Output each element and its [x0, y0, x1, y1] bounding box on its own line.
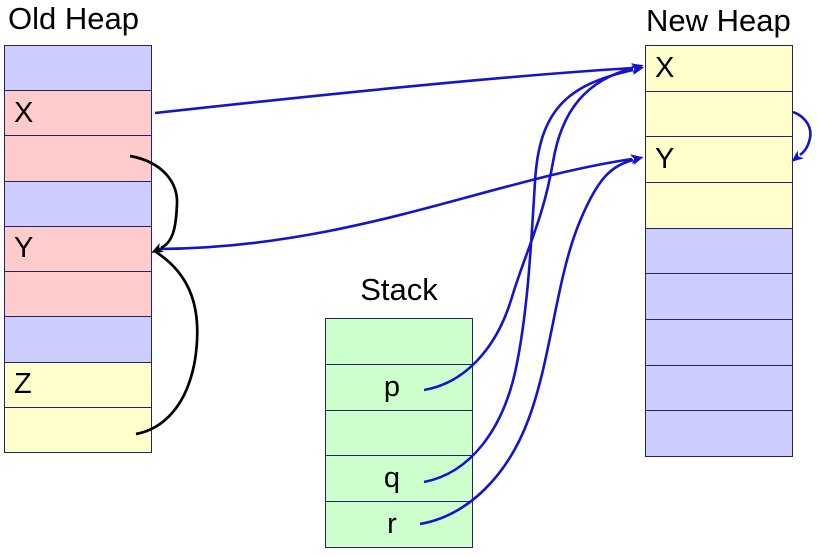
- new-heap-cell-8: [646, 411, 792, 457]
- new-heap-title: New Heap: [646, 3, 791, 38]
- new-heap-cell-0-label: X: [655, 51, 675, 84]
- arrow-old-x-to-new-x: [154, 63, 644, 115]
- new-heap-cell-3: [646, 183, 792, 229]
- old-heap-cell-1-X: X: [5, 91, 151, 137]
- new-heap-cell-4: [646, 228, 792, 275]
- new-heap-cell-2-Y: Y: [646, 137, 792, 184]
- stack-cell-4-label: r: [387, 508, 397, 541]
- stack-cell-1-label: p: [383, 370, 401, 403]
- new-heap-cell-0-X: X: [646, 46, 792, 92]
- stack-cell-3-label: q: [383, 462, 401, 495]
- old-heap-cell-3: [5, 181, 151, 227]
- old-heap-cell-6: [5, 317, 151, 363]
- old-heap-title: Old Heap: [8, 1, 139, 36]
- old-heap-box: X Y Z: [4, 45, 152, 453]
- old-heap-cell-0: [5, 46, 151, 92]
- stack-cell-2: [326, 410, 472, 457]
- old-heap-cell-4-label: Y: [14, 232, 34, 265]
- stack-cell-0: [326, 319, 472, 365]
- old-heap-cell-2: [5, 136, 151, 182]
- old-heap-cell-4-Y: Y: [5, 226, 151, 273]
- new-heap-cell-2-label: Y: [655, 143, 675, 176]
- new-heap-cell-6: [646, 320, 792, 366]
- stack-cell-3-q: q: [326, 456, 472, 503]
- arrow-new-x-field-to-new-y: [791, 110, 812, 162]
- old-heap-cell-7-label: Z: [14, 368, 32, 401]
- new-heap-cell-7: [646, 365, 792, 412]
- old-heap-cell-1-label: X: [14, 96, 34, 129]
- stack-title: Stack: [360, 272, 438, 307]
- old-heap-cell-8: [5, 407, 151, 452]
- new-heap-cell-5: [646, 274, 792, 321]
- new-heap-cell-1: [646, 91, 792, 138]
- stack-cell-4-r: r: [326, 502, 472, 547]
- old-heap-cell-5: [5, 272, 151, 318]
- arrow-old-y-to-new-y: [157, 154, 643, 251]
- old-heap-cell-7-Z: Z: [5, 362, 151, 408]
- stack-cell-1-p: p: [326, 364, 472, 411]
